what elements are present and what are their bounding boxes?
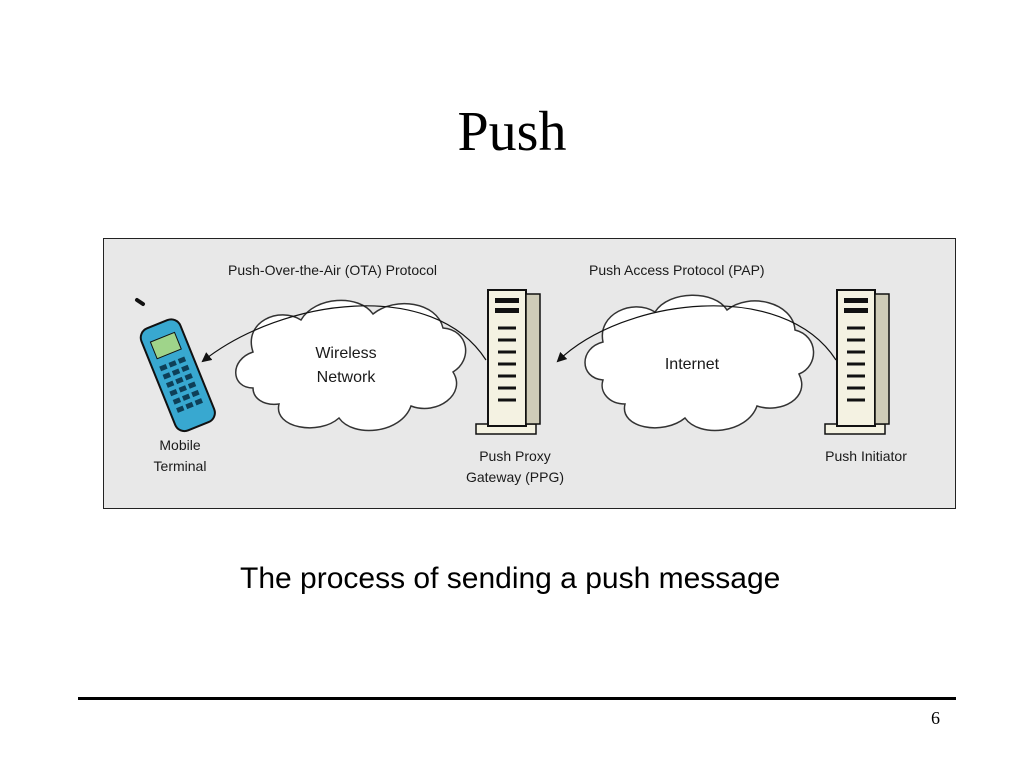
ota-protocol-label: Push-Over-the-Air (OTA) Protocol: [228, 262, 437, 278]
wireless-network-label-line1: Wireless: [315, 345, 376, 362]
internet-label: Internet: [665, 356, 720, 373]
ppg-label-line1: Push Proxy: [479, 448, 551, 464]
mobile-terminal-label-line2: Terminal: [154, 458, 207, 474]
ppg-label-line2: Gateway (PPG): [466, 469, 564, 485]
ota-arrow: [201, 305, 487, 363]
wireless-network-cloud: Wireless Network: [235, 299, 467, 432]
slide-title: Push: [457, 101, 567, 163]
push-initiator-server-icon: [824, 289, 890, 435]
pap-protocol-label: Push Access Protocol (PAP): [589, 262, 765, 278]
footer-divider: [78, 697, 956, 700]
diagram-caption: The process of sending a push message: [240, 562, 781, 595]
mobile-terminal-label-line1: Mobile: [159, 437, 200, 453]
ppg-server-icon: [475, 289, 541, 435]
pap-arrow: [556, 305, 837, 363]
push-initiator-label: Push Initiator: [825, 448, 907, 464]
mobile-phone-icon: [135, 298, 216, 433]
push-diagram: Push-Over-the-Air (OTA) Protocol Push Ac…: [103, 238, 956, 509]
internet-cloud: Internet: [584, 294, 815, 432]
wireless-network-label-line2: Network: [317, 369, 377, 386]
page-number: 6: [931, 708, 940, 728]
